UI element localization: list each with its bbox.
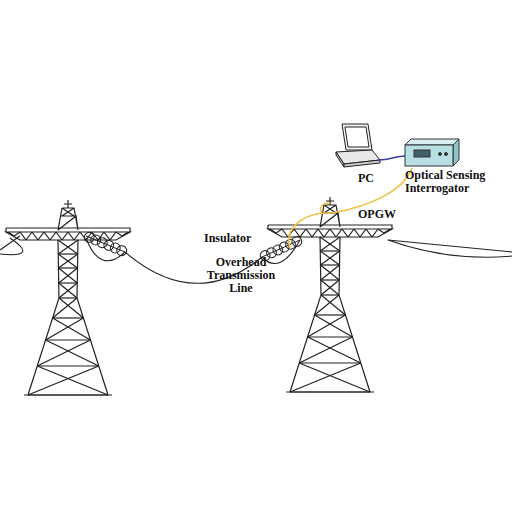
laptop-pc [336,124,380,167]
insulator-label: Insulator [204,232,264,245]
insulator-coils [83,231,304,262]
device-label: Optical Sensing Interrogator [405,169,505,195]
pc-label: PC [358,172,388,185]
opgw-fiber [289,168,412,248]
fiber-label: OPGW [358,208,408,221]
left-tower [6,200,130,395]
interrogator-box [405,139,459,166]
right-tower [268,197,392,392]
pc-cable [378,156,405,160]
line-label: Overhead Transmission Line [196,256,286,295]
